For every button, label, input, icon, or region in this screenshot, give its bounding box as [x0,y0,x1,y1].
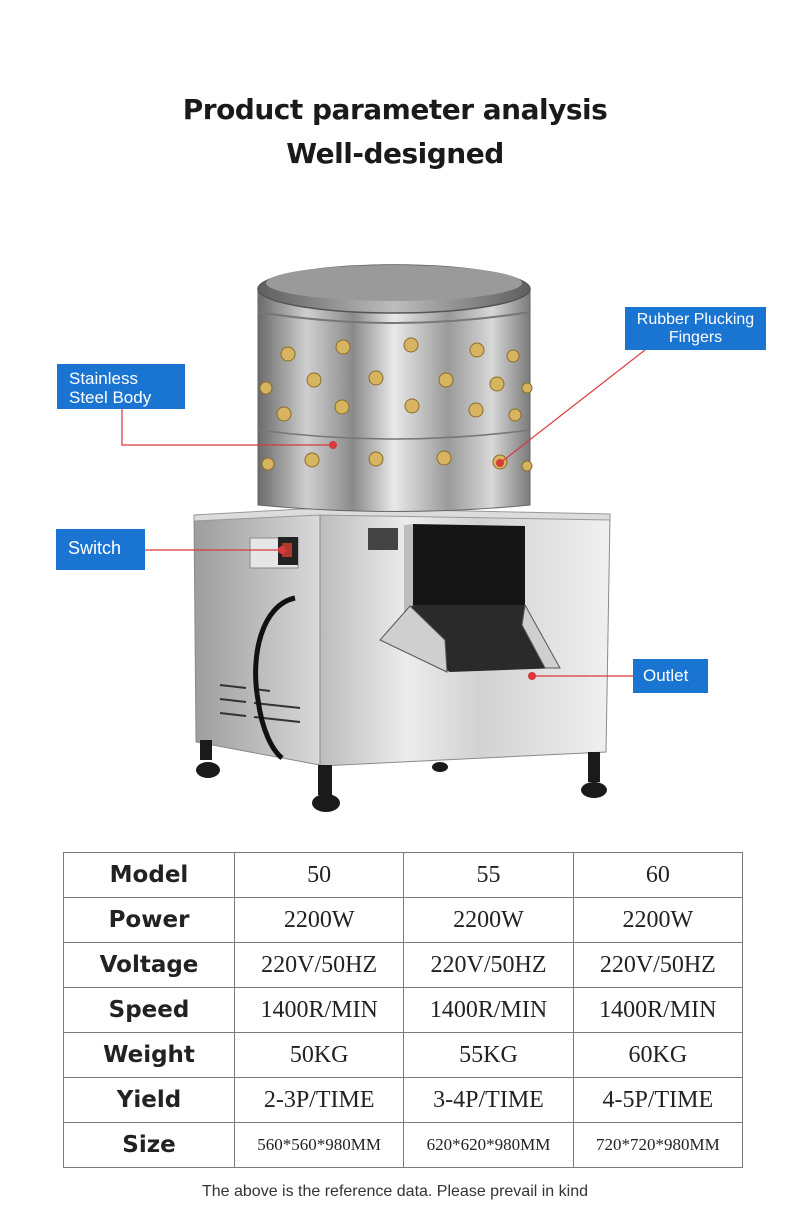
row-header: Model [63,852,235,898]
table-cell: 1400R/MIN [403,987,574,1033]
table-cell: 50 [233,852,405,898]
table-row: Model 50 55 60 [63,852,744,898]
callout-outlet: Outlet [633,659,708,693]
row-header: Weight [63,1032,235,1078]
reference-note: The above is the reference data. Please … [201,1183,588,1200]
callout-text: Switch [68,538,122,558]
table-cell: 220V/50HZ [233,942,405,988]
row-header: Size [63,1122,235,1168]
table-row: Weight 50KG 55KG 60KG [63,1032,744,1078]
row-header: Yield [63,1077,235,1123]
table-cell: 55 [403,852,574,898]
callout-text: Fingers [668,329,723,346]
machine-base [193,507,611,812]
callout-text: Stainless [69,369,138,388]
table-cell: 2200W [572,897,744,943]
table-cell: 1400R/MIN [572,987,744,1033]
chicken-plucker-machine-illustration [121,264,646,812]
table-cell: 720*720*980MM [572,1122,744,1168]
table-row: Size 560*560*980MM 620*620*980MM 720*720… [63,1122,744,1168]
callout-text: Rubber Plucking [636,311,755,328]
table-cell: 220V/50HZ [572,942,744,988]
warning-label-icon [368,528,398,550]
row-header: Power [63,897,235,943]
table-cell: 50KG [233,1032,405,1078]
page-subtitle: Well-designed [286,137,504,170]
machine-feet [196,740,607,812]
table-cell: 60 [572,852,744,898]
page-title: Product parameter analysis [182,93,608,126]
table-cell: 3-4P/TIME [403,1077,574,1123]
row-header: Speed [63,987,235,1033]
table-row: Yield 2-3P/TIME 3-4P/TIME 4-5P/TIME [63,1077,744,1123]
table-row: Power 2200W 2200W 2200W [63,897,744,943]
table-cell: 2200W [403,897,574,943]
table-cell: 60KG [572,1032,744,1078]
table-cell: 220V/50HZ [403,942,574,988]
rubber-finger-icons [259,337,533,472]
table-cell: 55KG [403,1032,574,1078]
table-cell: 620*620*980MM [403,1122,574,1168]
callout-switch: Switch [56,529,145,570]
stainless-steel-drum [257,264,533,512]
callout-text: Outlet [643,666,689,685]
table-cell: 4-5P/TIME [572,1077,744,1123]
row-header: Voltage [63,942,235,988]
callout-text: Steel Body [69,388,152,407]
table-cell: 1400R/MIN [233,987,405,1033]
callout-pointers [121,349,646,677]
callout-dots [278,441,536,680]
table-row: Speed 1400R/MIN 1400R/MIN 1400R/MIN [63,987,744,1033]
spec-table: Model 50 55 60 Power 2200W 2200W 2200W V… [63,852,744,1168]
table-cell: 560*560*980MM [233,1122,405,1168]
callout-rubber-plucking-fingers: Rubber Plucking Fingers [625,307,766,350]
table-cell: 2-3P/TIME [233,1077,405,1123]
table-cell: 2200W [233,897,405,943]
switch-icon [249,537,299,569]
table-row: Voltage 220V/50HZ 220V/50HZ 220V/50HZ [63,942,744,988]
vent-slots [219,684,301,723]
callout-stainless-steel-body: Stainless Steel Body [57,364,185,409]
